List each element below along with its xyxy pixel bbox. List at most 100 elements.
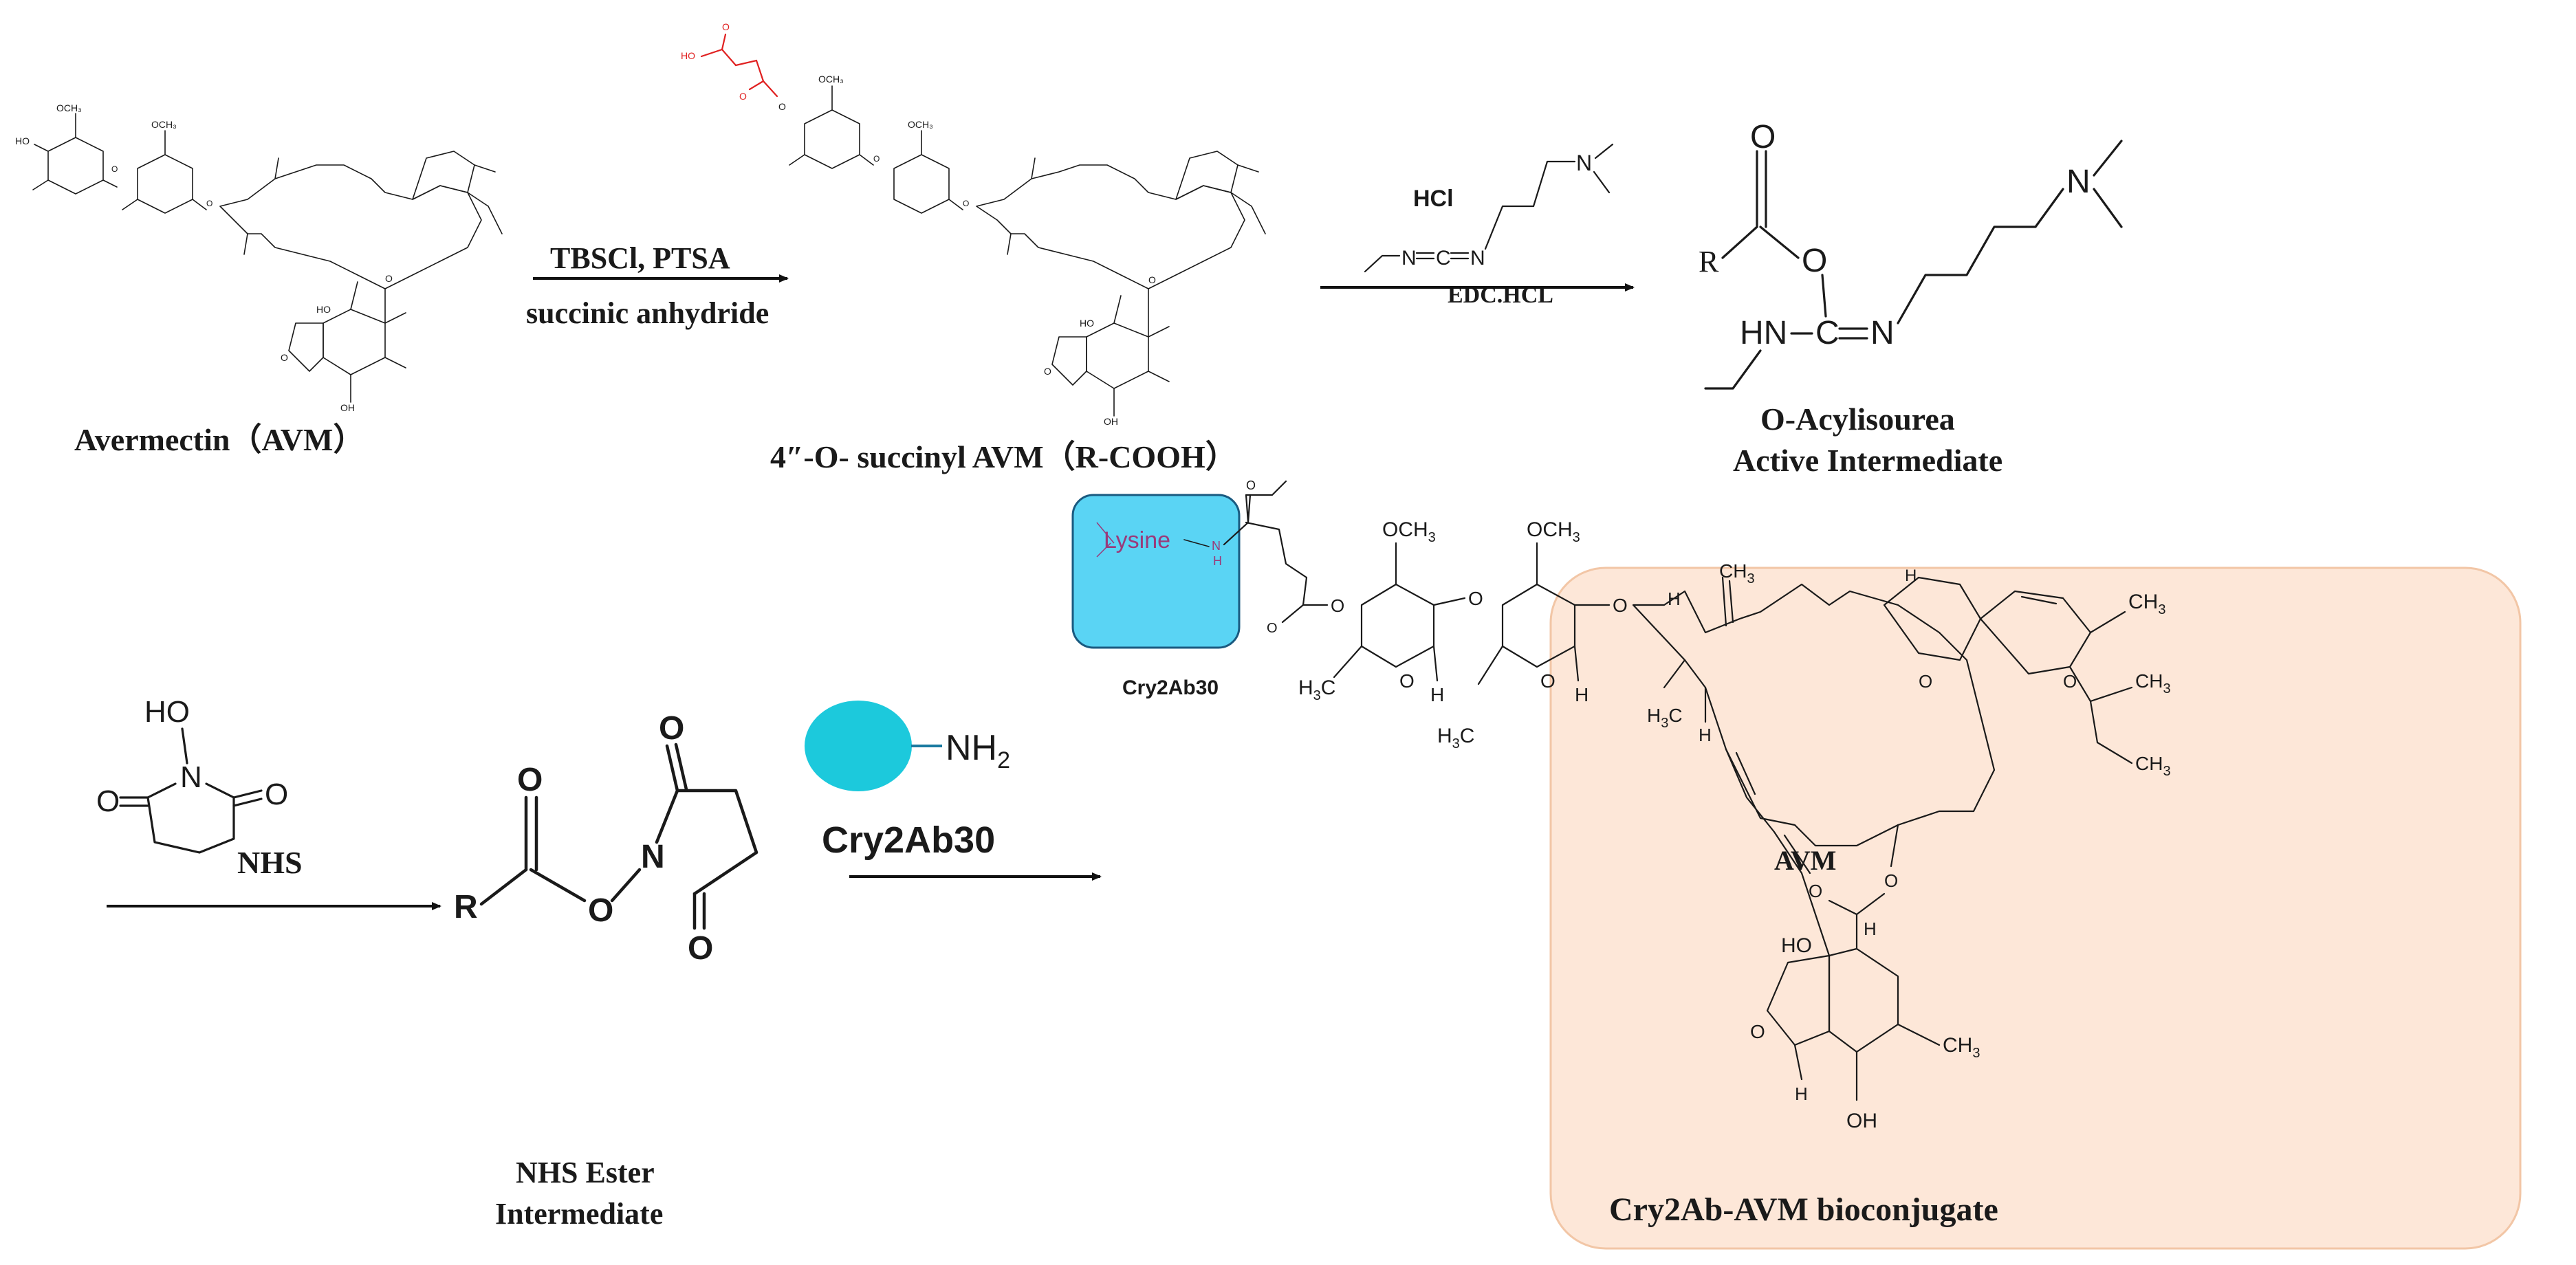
nhs-o-left: O: [96, 784, 120, 818]
bio-h-spiro1: H: [1905, 566, 1917, 585]
succinyl-o-top: O: [722, 21, 730, 32]
bio-h3c-b: H3C: [1437, 725, 1474, 751]
lysine-h: H: [1213, 554, 1222, 568]
acyl-o-ester: O: [1802, 243, 1827, 279]
avermectin-label: Avermectin（AVM）: [74, 422, 364, 457]
avm1-ho: HO: [15, 135, 30, 146]
bio-o-spiro1: O: [1919, 671, 1932, 692]
bio-ho-core: HO: [1781, 934, 1812, 957]
edc-n1: N: [1401, 247, 1417, 270]
bio-ch3-macro: CH3: [1719, 560, 1755, 586]
bio-h-macro2: H: [1668, 588, 1681, 609]
nhs-ester-label-2: Intermediate: [495, 1197, 663, 1231]
succinyl-avm-structure: HO O O O OCH₃ O OCH₃ O OH HO: [681, 21, 1266, 427]
savm-o-ester: O: [1148, 274, 1156, 285]
edc-c: C: [1436, 247, 1451, 270]
nhs-o-right: O: [265, 778, 288, 811]
nhs-ho: HO: [144, 695, 190, 729]
bio-ch3-ethyl: CH3: [2135, 753, 2171, 779]
succinyl-ho: HO: [681, 50, 695, 61]
avm-core-label: AVM: [1774, 845, 1836, 876]
acylisourea-label-1: O-Acylisourea: [1760, 402, 1955, 437]
bio-och3-a: OCH3: [1382, 518, 1436, 545]
nhs-ester-structure: R O O N O O: [454, 710, 758, 967]
bio-o-ring2: O: [1540, 670, 1556, 692]
cry2ab30-box-label: Cry2Ab30: [1122, 676, 1219, 699]
reagent-step1-line1: TBSCl, PTSA: [550, 241, 730, 275]
nhs-n: N: [180, 760, 202, 794]
ester-n: N: [641, 839, 665, 875]
acyl-c: C: [1815, 315, 1840, 351]
avm1-o-link1: O: [111, 164, 118, 174]
cry2ab30-protein-blob: [805, 701, 912, 791]
avm1-ho-core: HO: [316, 304, 331, 315]
acyl-r: R: [1699, 245, 1719, 278]
bio-ch3-core: CH3: [1943, 1034, 1980, 1061]
bioconjugate-panel: [1549, 566, 2522, 1250]
acyl-hn: HN: [1740, 315, 1787, 351]
acylisourea-structure: R O O HN C N N: [1699, 119, 2123, 390]
savm-och3-b: OCH₃: [908, 119, 933, 130]
reagent-step1-line2: succinic anhydride: [526, 296, 769, 330]
bio-ch3-spiro: CH3: [2128, 591, 2165, 617]
bio-h-1: H: [1430, 684, 1444, 705]
bio-h3c-macro: H3C: [1647, 705, 1683, 731]
bioconjugate-avm-structure: O O O OCH3 H3C O H O OCH3 H3C O H O CH3 …: [1223, 478, 2171, 1132]
savm-ho-core: HO: [1080, 318, 1094, 329]
bio-o-ring1: O: [1399, 670, 1415, 692]
ester-o-carbonyl: O: [517, 762, 543, 798]
acylisourea-label-2: Active Intermediate: [1733, 443, 2002, 478]
bio-o-spiro2: O: [2063, 671, 2077, 692]
ester-r: R: [454, 889, 478, 925]
cry2ab30-protein-box: [1071, 494, 1241, 649]
succinyl-o-mid: O: [739, 91, 747, 102]
savm-och3-a: OCH₃: [818, 74, 844, 85]
bio-o-link2: O: [1613, 595, 1628, 616]
bioconjugate-label: Cry2Ab-AVM bioconjugate: [1609, 1191, 1998, 1228]
bio-o-link0: O: [1331, 595, 1344, 616]
bio-o-ester: O: [1884, 870, 1898, 891]
edc-hcl-text: HCl: [1413, 186, 1454, 212]
avm1-o-furan: O: [281, 352, 288, 363]
lysine-n: N: [1212, 539, 1221, 553]
ester-o-link: O: [588, 892, 613, 929]
succinyl-avm-label: 4″-O- succinyl AVM（R-COOH）: [770, 439, 1237, 474]
savm-o-link1: O: [873, 154, 880, 164]
avm1-och3-a: OCH₃: [56, 102, 82, 113]
avermectin-structure: OCH₃ HO O OCH₃ O OH HO O O: [15, 102, 503, 413]
acyl-o-carbonyl: O: [1750, 119, 1776, 155]
nhs-structure: HO N O O: [96, 695, 288, 854]
bio-o-furan: O: [1750, 1021, 1765, 1042]
ester-o-carbonyl2: O: [1267, 621, 1278, 636]
acyl-n-terminal: N: [2066, 164, 2091, 200]
bio-o-carbonyl-core: O: [1809, 881, 1822, 901]
savm-oh-bottom: OH: [1104, 416, 1118, 427]
edc-structure: HCl N C N N: [1364, 143, 1614, 273]
avm1-oh-bottom: OH: [340, 402, 355, 413]
avm1-och3-b: OCH₃: [151, 119, 177, 130]
bio-h3c-a: H3C: [1298, 676, 1335, 703]
bio-o-link1: O: [1468, 588, 1483, 609]
ester-o-top: O: [659, 710, 684, 747]
bio-h-core: H: [1864, 918, 1877, 939]
succinyl-o-link: O: [778, 101, 786, 112]
acyl-n: N: [1870, 315, 1895, 351]
avm1-o-ester: O: [385, 273, 393, 284]
bio-h-macro: H: [1699, 725, 1712, 745]
bio-ch3-side: CH3: [2135, 670, 2171, 696]
bio-och3-b: OCH3: [1527, 518, 1580, 545]
cry2ab30-reagent-label: Cry2Ab30: [822, 820, 995, 861]
bio-h-furan: H: [1795, 1084, 1808, 1104]
bio-oh-bottom: OH: [1846, 1110, 1877, 1132]
lysine-label: Lysine: [1104, 527, 1170, 553]
amide-o: O: [1246, 478, 1256, 492]
edc-n2: N: [1470, 247, 1485, 270]
bio-h-2: H: [1575, 684, 1589, 705]
nh2-label: NH2: [946, 728, 1010, 773]
ester-o-bottom: O: [688, 930, 713, 967]
nhs-label: NHS: [237, 845, 303, 880]
avm1-o-link2: O: [206, 199, 212, 208]
savm-o-furan: O: [1044, 366, 1051, 377]
